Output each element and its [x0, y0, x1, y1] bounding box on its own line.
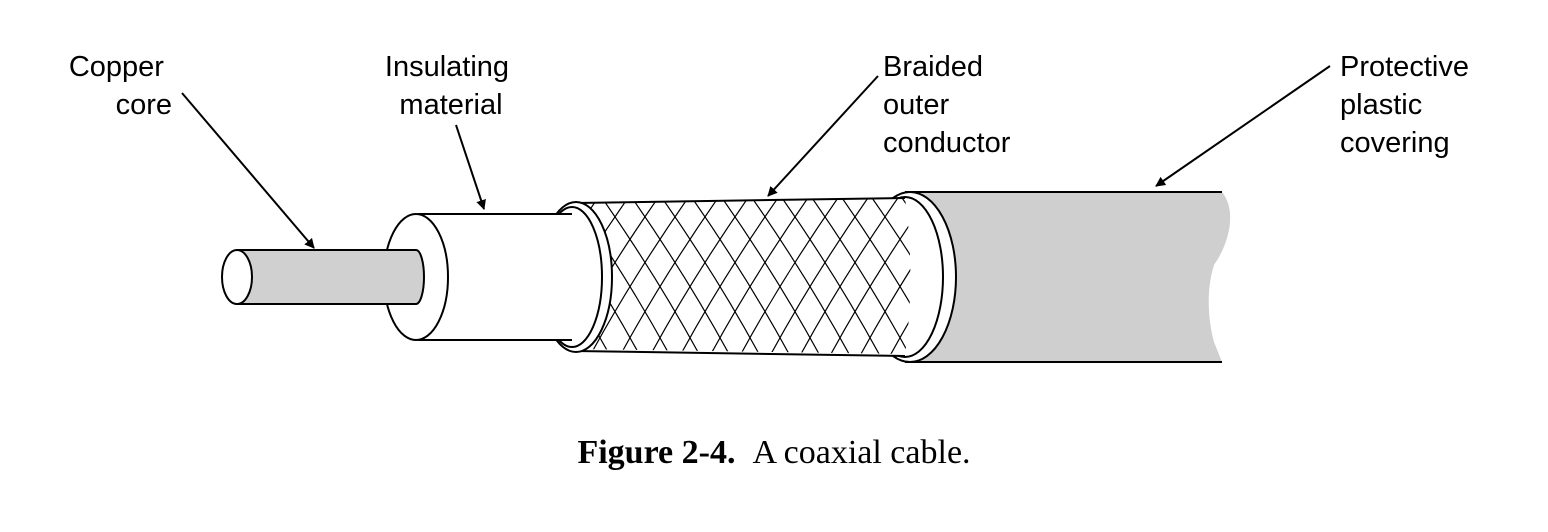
protective-covering-leader [1155, 65, 1331, 187]
braid-strand [857, 198, 911, 354]
copper-core-leader [181, 92, 315, 249]
braid-strand [707, 198, 811, 354]
braid-strand [629, 198, 733, 354]
braid-strand [827, 198, 911, 354]
braid-strand [737, 198, 841, 354]
figure-number: Figure 2-4. [577, 434, 736, 471]
braid-strand [809, 198, 911, 354]
braid-strand [719, 198, 823, 354]
braid-strand [887, 198, 911, 354]
braid-strand [869, 198, 911, 354]
braid-strand [689, 198, 793, 354]
insulating-material-leader [455, 124, 486, 210]
braid-strand [647, 198, 751, 354]
label-copper-core: Copper core [69, 51, 172, 121]
braid-strand [587, 198, 691, 354]
braid-strand [779, 198, 883, 354]
braid-strand [599, 198, 703, 354]
braided-conductor-leader [767, 75, 879, 197]
braid-strand [617, 198, 721, 354]
braid-strand [767, 198, 871, 354]
label-insulating-material: Insulating material [385, 51, 517, 121]
copper-core [221, 249, 425, 305]
braid-strand [575, 198, 613, 354]
figure-caption: Figure 2-4. A coaxial cable. [0, 434, 1548, 472]
braid-strand [677, 198, 781, 354]
braid-strand [797, 198, 901, 354]
label-braided-outer-conductor: Braided outer conductor [883, 51, 1011, 159]
label-protective-plastic-covering: Protective plastic covering [1340, 51, 1477, 159]
braid-strand [839, 198, 911, 354]
figure-caption-text: A coaxial cable. [752, 434, 971, 471]
braid-strand [749, 198, 853, 354]
protective-plastic-covering [863, 191, 1231, 363]
braid-strand [659, 198, 763, 354]
